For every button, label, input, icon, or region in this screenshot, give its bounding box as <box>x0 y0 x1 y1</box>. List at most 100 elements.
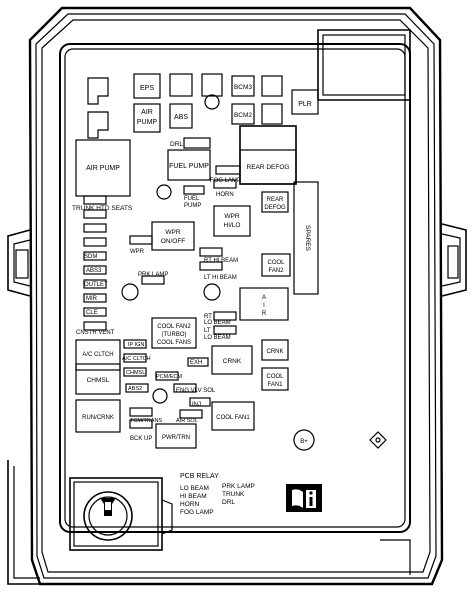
cool-fan2-small-label-1: COOL <box>267 260 285 266</box>
fuse-exh: EXH <box>187 357 209 367</box>
fuse-bck-up: BCK UP <box>129 419 153 442</box>
air-sol-label: AIR SOL <box>176 418 198 424</box>
legend-hi-beam: HI BEAM <box>180 493 207 500</box>
abs3-label: ABS3 <box>86 268 102 274</box>
fuse-bcm3: BCM3 <box>231 75 255 97</box>
cool-fan1-small-label-1: COOL <box>266 374 284 380</box>
relay-wpr-on-off: WPR ON/OFF <box>151 221 195 251</box>
relay-ac-clutch: A/C CLTCH <box>75 339 121 371</box>
main-connector <box>69 477 173 551</box>
fuse-horn: HORN <box>213 179 237 198</box>
rear-defog-label: REAR DEFOG <box>247 164 290 171</box>
fuse-sdm: SDM <box>83 251 107 261</box>
connector-circle-lower <box>152 388 168 404</box>
cool-fan1-label: COOL FAN1 <box>216 415 250 421</box>
relay-cool-fan1: COOL FAN1 <box>211 401 255 431</box>
b-plus-label: B+ <box>300 439 308 445</box>
relay-fuel-pump: FUEL PUMP <box>167 149 211 181</box>
fuse-abs2: ABS2 <box>125 383 149 393</box>
lt-hi-beam-label: LT HI BEAM <box>204 275 237 281</box>
fuse-outlet: OUTLET <box>83 279 108 289</box>
wpr-hi-lo-label-2: HI/LO <box>224 222 241 229</box>
ac-clutch-fuse-label: A/C CLTCH <box>122 356 151 362</box>
relay-plr: PLR <box>291 89 319 115</box>
legend-prk-lamp: PRK LAMP <box>222 483 255 490</box>
cool-fan2-turbo-label-1: COOL FAN2 <box>157 324 191 330</box>
abs-label: ABS <box>174 114 188 121</box>
wpr-label: WPR <box>130 249 145 255</box>
fuse-eng-vlv-sol: ENG VLV SOL <box>173 383 216 394</box>
ac-clutch-relay-label: A/C CLTCH <box>82 352 113 358</box>
air-pump-small-label-2: PUMP <box>137 119 158 126</box>
rt-hi-beam-label: RT HI BEAM <box>204 258 238 264</box>
relay-crnk-right: CRNK <box>261 339 289 361</box>
relay-chmsl: CHMSL <box>75 363 121 395</box>
bck-up-label: BCK UP <box>130 436 152 442</box>
ip-ign-label: IP IGN <box>128 342 144 348</box>
fuse-prk-lamp: PRK LAMP <box>138 272 168 285</box>
relay-rear-defog: REAR DEFOG <box>239 125 297 185</box>
crnk-label: CRNK <box>223 358 242 365</box>
housing-outline <box>7 6 467 586</box>
fuse-cnstr-vent: CNSTR VENT <box>76 321 115 336</box>
air-pump-small-label-1: AIR <box>141 109 153 116</box>
b-plus-terminal: B+ <box>293 429 315 451</box>
eng-vlv-sol-label: ENG VLV SOL <box>176 388 216 394</box>
outlet-label: OUTLET <box>84 282 108 288</box>
fuse-ip-ign: IP IGN <box>123 339 147 349</box>
rt-lo-beam-label-2: LO BEAM <box>204 320 231 326</box>
air-sol-turbo-label-1: A <box>262 295 266 301</box>
fuse-bcm2: BCM2 <box>231 103 255 125</box>
fuse-fuel-pump-small: FUEL PUMP <box>183 185 205 209</box>
fuse-cle: CLE <box>83 307 107 317</box>
pcb-relay-legend: PCB RELAY LO BEAM HI BEAM HORN FOG LAMP … <box>180 473 255 516</box>
cool-fan2-turbo-label-2: (TURBO) <box>162 332 187 338</box>
fuse-spares: SPARES <box>293 181 319 295</box>
top-left-socket <box>87 77 109 139</box>
fuel-pump-small-label-2: PUMP <box>184 203 201 209</box>
wpr-on-off-label-1: WPR <box>165 229 180 236</box>
tcm-trans-label: TCM/TRANS <box>130 418 162 424</box>
abs2-label: ABS2 <box>128 386 142 392</box>
fuse-inj: INJ <box>189 397 211 408</box>
relay-air-pump: AIR PUMP <box>75 139 131 197</box>
run-crnk-label: RUN/CRNK <box>82 415 114 421</box>
cle-label: CLE <box>86 310 98 316</box>
connector-circles-mid <box>121 283 221 301</box>
legend-horn: HORN <box>180 501 199 508</box>
fuse-rear-defog-small: REAR DEFOG <box>261 191 289 213</box>
drl-label: DRL <box>170 141 183 148</box>
legend-fog-lamp: FOG LAMP <box>180 509 214 516</box>
mir-label: MIR <box>86 296 98 302</box>
mounting-stud-icon <box>369 431 387 449</box>
cool-fan2-small-label-2: FAN2 <box>268 268 284 274</box>
legend-title: PCB RELAY <box>180 473 219 480</box>
air-pump-label: AIR PUMP <box>86 165 120 172</box>
eps-label: EPS <box>140 85 154 92</box>
relay-eps: EPS <box>133 73 161 99</box>
crnk-right-label: CRNK <box>266 349 283 355</box>
relay-air-pump-small: AIR PUMP <box>133 103 161 133</box>
fuel-pump-label: FUEL PUMP <box>169 163 209 170</box>
fuse-hi-beam: RT HI BEAM LT HI BEAM <box>199 247 238 281</box>
bcm2-label: BCM2 <box>234 112 252 119</box>
cool-fan1-small-label-2: FAN1 <box>267 382 283 388</box>
legend-lo-beam: LO BEAM <box>180 485 209 492</box>
wpr-hi-lo-label-1: WPR <box>224 213 239 220</box>
fuse-slot-top-3 <box>261 75 283 125</box>
fuse-abs: ABS <box>169 103 193 129</box>
air-sol-turbo-label-3: R <box>262 311 267 317</box>
lt-lo-beam-label-1: LT <box>204 328 211 334</box>
pcm-ecm-label: PCM/ECM <box>156 374 182 380</box>
relay-pwr-trn: PWR/TRN <box>155 423 197 449</box>
relay-crnk: CRNK <box>211 345 253 375</box>
fuse-trunk-htd-seats: TRUNK HTD SEATS <box>72 195 133 219</box>
fog-lamp-label: FOG LAMP <box>210 178 241 184</box>
air-sol-turbo-label-2: I <box>263 303 265 309</box>
fuse-slot-top-2 <box>201 73 223 110</box>
plr-label: PLR <box>298 101 312 108</box>
cnstr-vent-label: CNSTR VENT <box>76 330 115 336</box>
relay-air-sol-turbo: A I R <box>239 287 289 321</box>
exh-label: EXH <box>190 360 202 366</box>
